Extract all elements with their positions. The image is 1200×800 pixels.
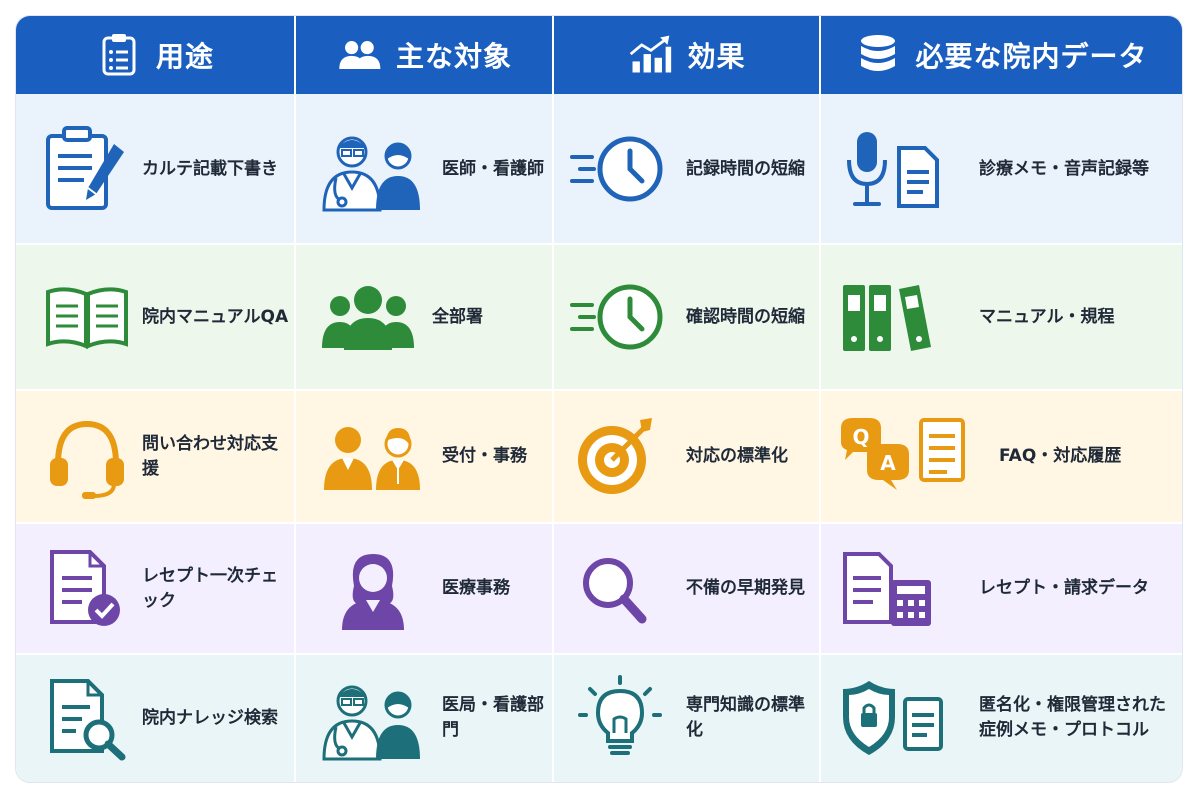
magnifier-icon bbox=[570, 549, 670, 629]
header-data-label: 必要な院内データ bbox=[915, 40, 1148, 73]
cell-data-text: 診療メモ・音声記録等 bbox=[979, 158, 1149, 179]
database-icon bbox=[855, 32, 901, 78]
cell-target-text: 医師・看護師 bbox=[442, 158, 544, 179]
row-divider bbox=[16, 389, 1182, 391]
fast-clock-icon bbox=[570, 277, 670, 357]
cell-use-text: カルテ記載下書き bbox=[142, 158, 278, 179]
header-effect: 効果 bbox=[552, 16, 819, 94]
table-row: 院内マニュアルQA 全部署 確認時間の短縮 マニュアル・規程 bbox=[16, 244, 1182, 390]
cell-target: 医療事務 bbox=[294, 523, 552, 654]
binders-icon bbox=[839, 277, 949, 357]
microphone-document-icon bbox=[839, 126, 949, 212]
cell-target-text: 医局・看護部門 bbox=[442, 695, 544, 740]
growth-chart-icon bbox=[627, 32, 673, 78]
header-data: 必要な院内データ bbox=[819, 16, 1182, 94]
cell-effect-text: 専門知識の標準化 bbox=[686, 695, 805, 740]
cell-effect-text: 記録時間の短縮 bbox=[686, 158, 805, 179]
reception-staff-icon bbox=[318, 422, 428, 492]
cell-target-text: 医療事務 bbox=[442, 578, 510, 598]
cell-data: 診療メモ・音声記録等 bbox=[819, 94, 1182, 244]
clipboard-list-icon bbox=[96, 32, 142, 78]
row-divider bbox=[16, 653, 1182, 655]
svg-text:Q: Q bbox=[852, 425, 869, 449]
cell-data-text: マニュアル・規程 bbox=[979, 306, 1115, 327]
table-row: カルテ記載下書き 医師・看護師 記録時間の短縮 診療メモ・音声記録等 bbox=[16, 94, 1182, 244]
office-worker-icon bbox=[318, 546, 428, 632]
cell-use: 問い合わせ対応支援 bbox=[16, 390, 294, 523]
cell-target-text: 全部署 bbox=[432, 306, 483, 327]
header-target-label: 主な対象 bbox=[395, 40, 512, 73]
header-use: 用途 bbox=[16, 16, 294, 94]
cell-data: 匿名化・権限管理された 症例メモ・プロトコル bbox=[819, 654, 1182, 782]
clipboard-pen-icon bbox=[44, 124, 130, 214]
cell-use: 院内マニュアルQA bbox=[16, 244, 294, 390]
shield-lock-document-icon bbox=[839, 675, 949, 761]
row-divider bbox=[16, 522, 1182, 524]
cell-use-text: 問い合わせ対応支援 bbox=[142, 433, 278, 479]
fast-clock-icon bbox=[570, 129, 670, 209]
cell-target-text: 受付・事務 bbox=[442, 446, 527, 466]
cell-use-text: 院内ナレッジ検索 bbox=[142, 707, 278, 728]
doctor-nurse-icon bbox=[318, 675, 428, 761]
cell-data-text: レセプト・請求データ bbox=[979, 578, 1149, 598]
header-target: 主な対象 bbox=[294, 16, 552, 94]
cell-data: レセプト・請求データ bbox=[819, 523, 1182, 654]
users-icon bbox=[336, 32, 382, 78]
table-row: レセプト一次チェック 医療事務 不備の早期発見 レセプト・請求データ bbox=[16, 523, 1182, 654]
cell-use: カルテ記載下書き bbox=[16, 94, 294, 244]
header-effect-label: 効果 bbox=[687, 40, 746, 73]
cell-effect: 記録時間の短縮 bbox=[552, 94, 819, 244]
cell-effect-text: 確認時間の短縮 bbox=[686, 306, 805, 327]
cell-target: 受付・事務 bbox=[294, 390, 552, 523]
cell-target: 医師・看護師 bbox=[294, 94, 552, 244]
group-icon bbox=[318, 282, 418, 352]
cell-data: マニュアル・規程 bbox=[819, 244, 1182, 390]
target-icon bbox=[570, 414, 670, 500]
cell-effect: 対応の標準化 bbox=[552, 390, 819, 523]
cell-use: レセプト一次チェック bbox=[16, 523, 294, 654]
usage-table: 用途 主な対象 効果 必要な院内データカルテ記載下書き 医師・看護師 記録時間の短縮 診療メ… bbox=[16, 16, 1182, 782]
cell-target: 医局・看護部門 bbox=[294, 654, 552, 782]
cell-target: 全部署 bbox=[294, 244, 552, 390]
cell-use: 院内ナレッジ検索 bbox=[16, 654, 294, 782]
header-use-label: 用途 bbox=[155, 40, 214, 73]
cell-use-text: レセプト一次チェック bbox=[142, 565, 278, 611]
cell-effect: 確認時間の短縮 bbox=[552, 244, 819, 390]
row-divider bbox=[16, 243, 1182, 245]
cell-effect-text: 対応の標準化 bbox=[686, 446, 788, 466]
document-calculator-icon bbox=[839, 546, 949, 632]
cell-effect: 専門知識の標準化 bbox=[552, 654, 819, 782]
cell-effect-text: 不備の早期発見 bbox=[686, 578, 805, 598]
doctor-nurse-icon bbox=[318, 126, 428, 212]
headset-icon bbox=[44, 414, 130, 500]
document-check-icon bbox=[44, 546, 130, 632]
cell-use-text: 院内マニュアルQA bbox=[142, 306, 289, 327]
open-book-icon bbox=[44, 282, 130, 352]
svg-text:A: A bbox=[880, 451, 896, 475]
cell-data-text: 匿名化・権限管理された 症例メモ・プロトコル bbox=[979, 695, 1166, 740]
table-row: 院内ナレッジ検索 医局・看護部門 専門知識の標準化 匿名化・権限管理された 症例メモ・… bbox=[16, 654, 1182, 782]
lightbulb-icon bbox=[570, 675, 670, 761]
cell-data-text: FAQ・対応履歴 bbox=[999, 446, 1122, 466]
document-search-icon bbox=[44, 675, 130, 761]
cell-effect: 不備の早期発見 bbox=[552, 523, 819, 654]
